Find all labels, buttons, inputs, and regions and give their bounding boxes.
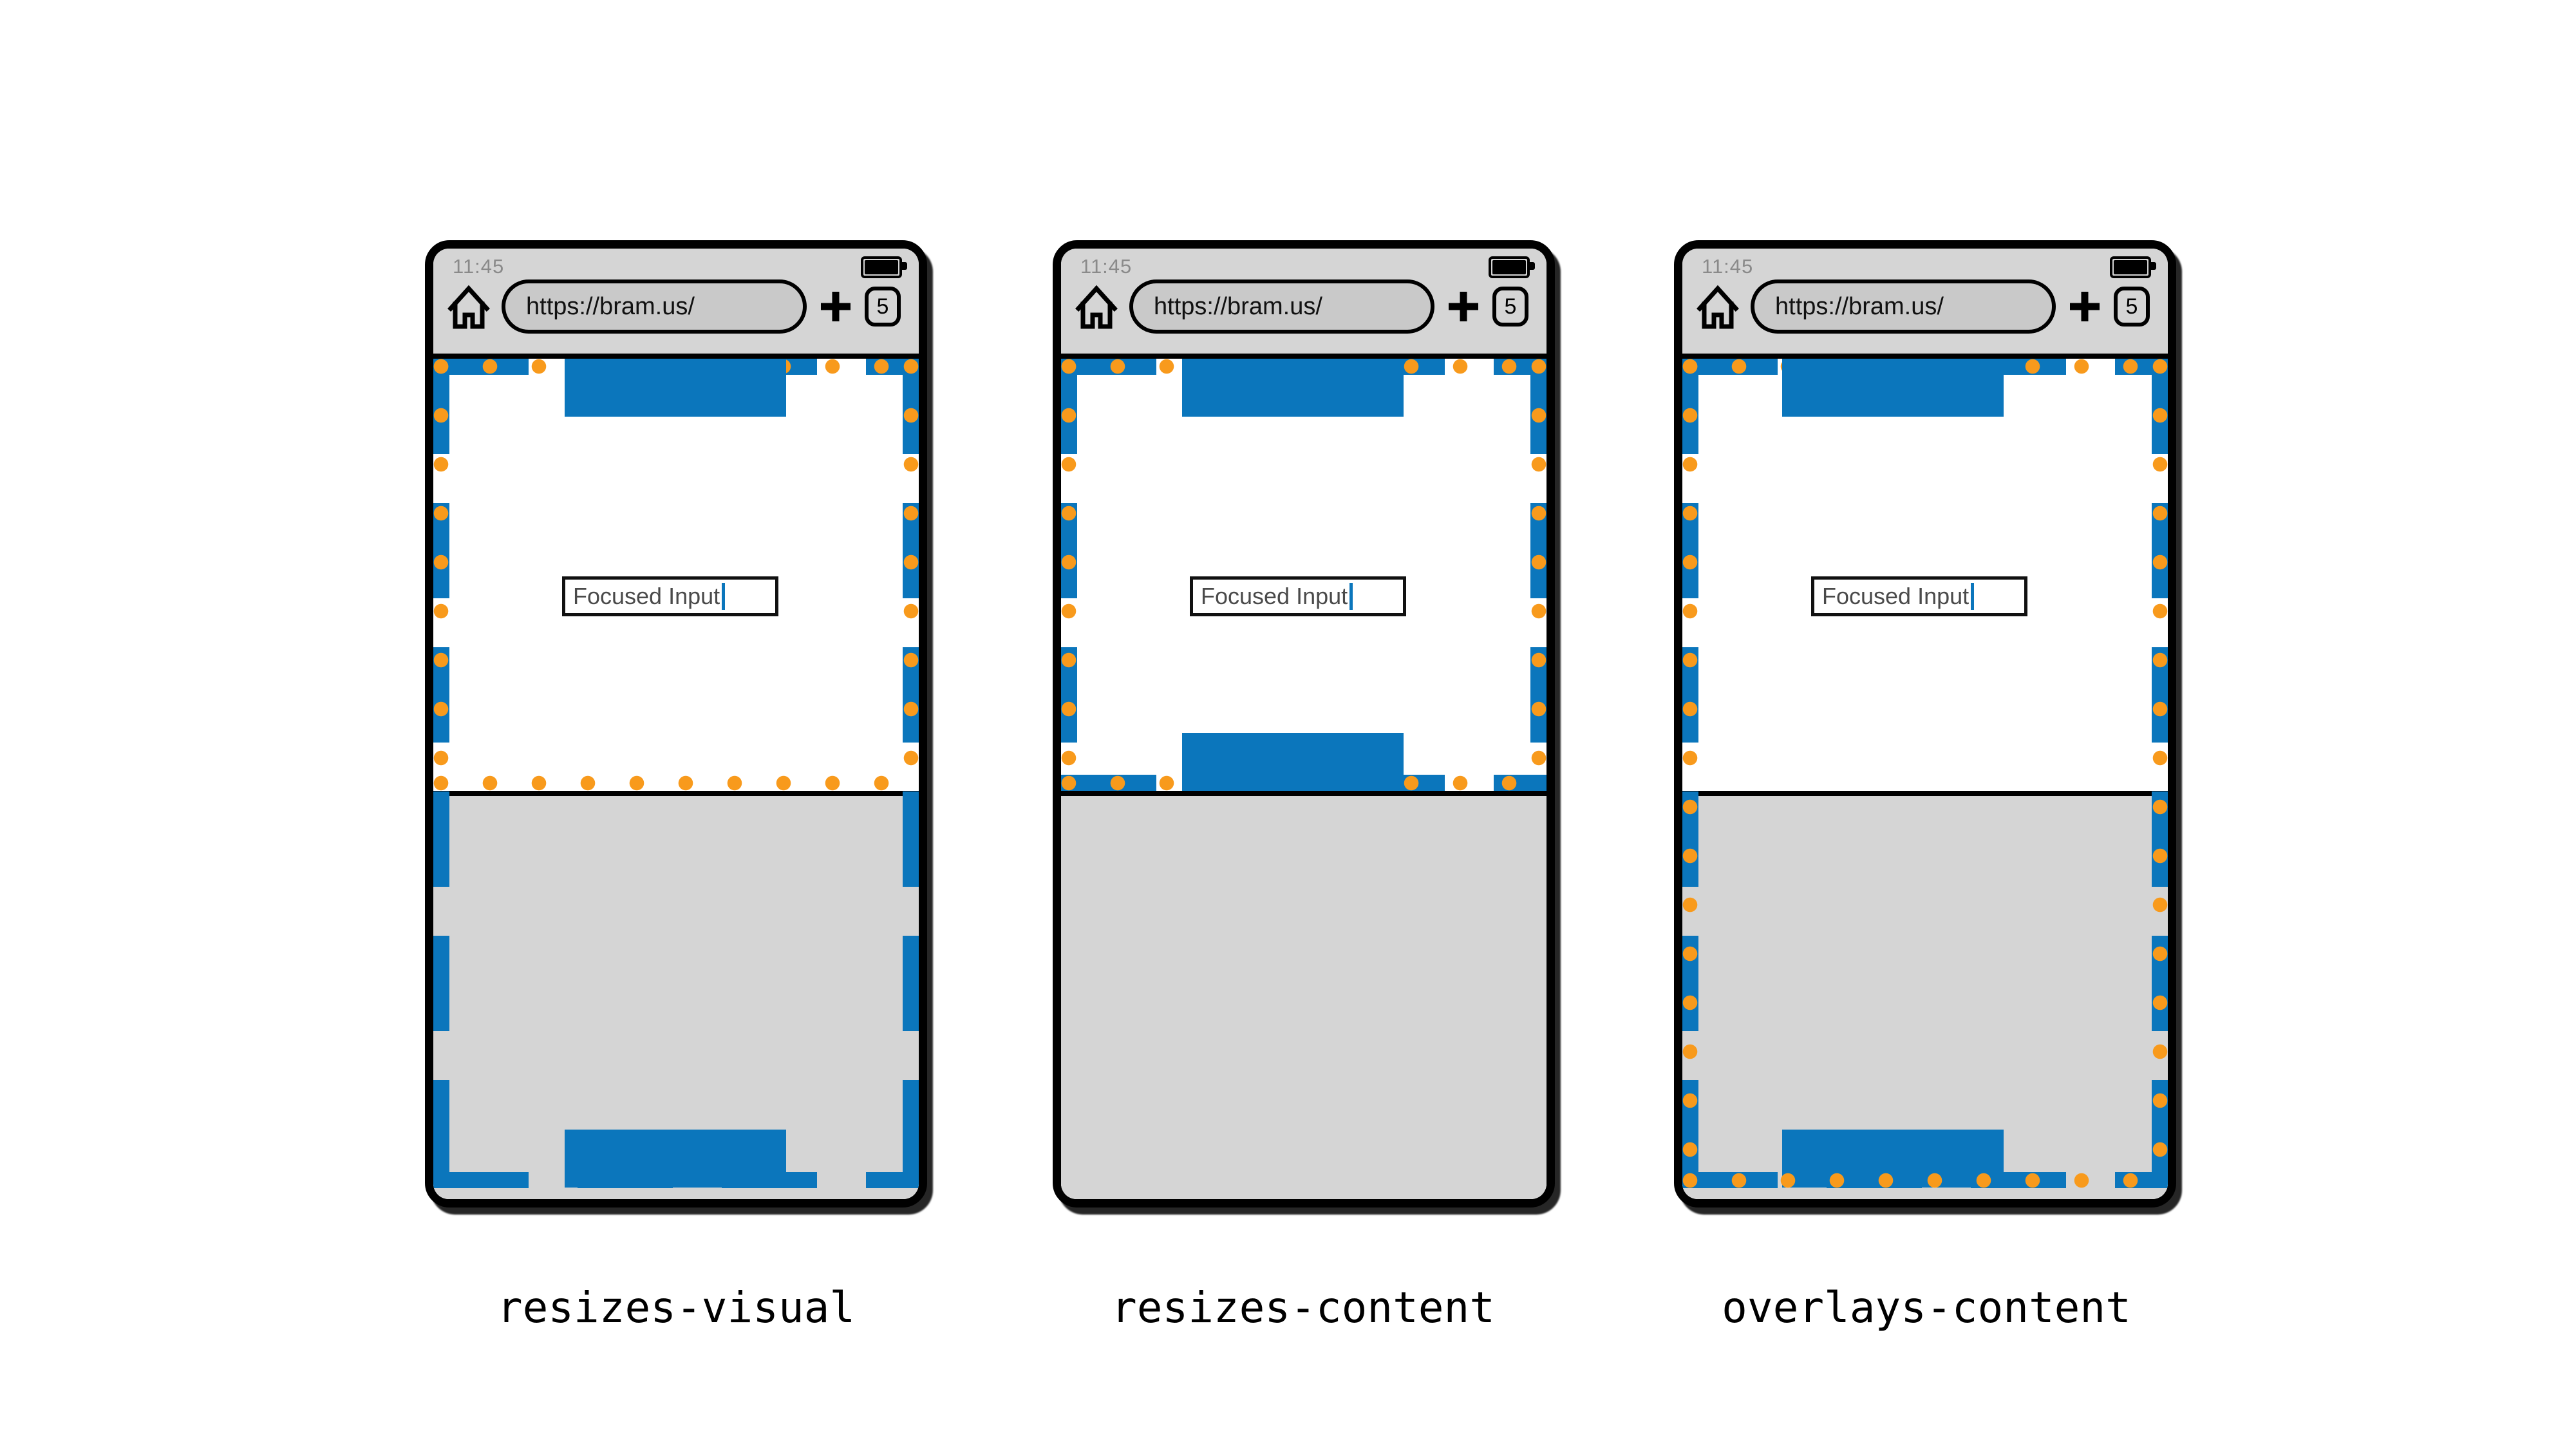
- browser-chrome: 11:45 https://bram.us/ 5: [1682, 249, 2168, 359]
- fixed-footer-bar: [1182, 733, 1404, 791]
- caption-overlays-content: overlays-content: [1722, 1283, 2131, 1332]
- visual-viewport-dots-bottom: [1682, 1173, 2168, 1188]
- page-viewport: Focused Input: [433, 359, 919, 1199]
- browser-toolbar: https://bram.us/ 5: [433, 278, 919, 334]
- tab-counter[interactable]: 5: [2114, 287, 2150, 327]
- text-caret: [722, 583, 726, 610]
- browser-chrome: 11:45 https://bram.us/ 5: [1061, 249, 1547, 359]
- browser-toolbar: https://bram.us/ 5: [1061, 278, 1547, 334]
- focused-input[interactable]: Focused Input: [1811, 576, 2027, 616]
- visual-viewport-dots-right: [2152, 359, 2168, 1180]
- status-bar: 11:45: [1061, 249, 1547, 278]
- fixed-header-bar: [565, 359, 786, 417]
- page-viewport: Focused Input: [1682, 359, 2168, 1199]
- phone-mockup-resizes-visual: 11:45 https://bram.us/ 5: [425, 240, 927, 1208]
- page-viewport: Focused Input: [1061, 359, 1547, 1199]
- focused-input-value: Focused Input: [1201, 583, 1348, 609]
- tab-counter[interactable]: 5: [1492, 287, 1528, 327]
- visual-viewport-dots-left: [1061, 359, 1076, 791]
- focused-input-value: Focused Input: [1822, 583, 1970, 609]
- tab-count: 5: [2125, 294, 2138, 319]
- visual-viewport-dots-right: [1531, 359, 1547, 791]
- browser-chrome: 11:45 https://bram.us/ 5: [433, 249, 919, 359]
- battery-icon: [2110, 256, 2156, 278]
- virtual-keyboard[interactable]: [1061, 791, 1547, 1199]
- caption-resizes-visual: resizes-visual: [496, 1283, 856, 1332]
- home-icon[interactable]: [1697, 283, 1739, 330]
- text-caret: [1349, 583, 1353, 610]
- status-bar: 11:45: [1682, 249, 2168, 278]
- url-bar[interactable]: https://bram.us/: [502, 279, 807, 334]
- visual-viewport-dots-right: [903, 359, 919, 791]
- tab-count: 5: [1504, 294, 1517, 319]
- status-time: 11:45: [1702, 255, 1754, 278]
- tab-counter[interactable]: 5: [865, 287, 901, 327]
- fixed-header-bar: [1782, 359, 2004, 417]
- url-text: https://bram.us/: [1775, 292, 1944, 320]
- focused-input[interactable]: Focused Input: [562, 576, 778, 616]
- battery-icon: [1489, 256, 1535, 278]
- tab-count: 5: [876, 294, 889, 319]
- status-time: 11:45: [1080, 255, 1133, 278]
- url-bar[interactable]: https://bram.us/: [1751, 279, 2056, 334]
- fixed-header-bar: [1182, 359, 1404, 417]
- browser-toolbar: https://bram.us/ 5: [1682, 278, 2168, 334]
- plus-icon[interactable]: [1446, 289, 1481, 324]
- battery-icon: [861, 256, 907, 278]
- focused-input[interactable]: Focused Input: [1190, 576, 1406, 616]
- phone-mockup-overlays-content: 11:45 https://bram.us/ 5: [1674, 240, 2176, 1208]
- plus-icon[interactable]: [818, 289, 853, 324]
- url-bar[interactable]: https://bram.us/: [1129, 279, 1434, 334]
- phone-mockup-resizes-content: 11:45 https://bram.us/ 5: [1053, 240, 1555, 1208]
- visual-viewport-dots-left: [1682, 359, 1698, 1180]
- focused-input-value: Focused Input: [573, 583, 720, 609]
- home-icon[interactable]: [1075, 283, 1118, 330]
- status-time: 11:45: [453, 255, 505, 278]
- home-icon[interactable]: [447, 283, 490, 330]
- fixed-footer-bar: [565, 1130, 786, 1188]
- url-text: https://bram.us/: [526, 292, 695, 320]
- status-bar: 11:45: [433, 249, 919, 278]
- text-caret: [1971, 583, 1975, 610]
- plus-icon[interactable]: [2067, 289, 2102, 324]
- url-text: https://bram.us/: [1154, 292, 1322, 320]
- caption-resizes-content: resizes-content: [1111, 1283, 1496, 1332]
- visual-viewport-dots-bottom: [433, 775, 919, 791]
- visual-viewport-dots-left: [433, 359, 449, 791]
